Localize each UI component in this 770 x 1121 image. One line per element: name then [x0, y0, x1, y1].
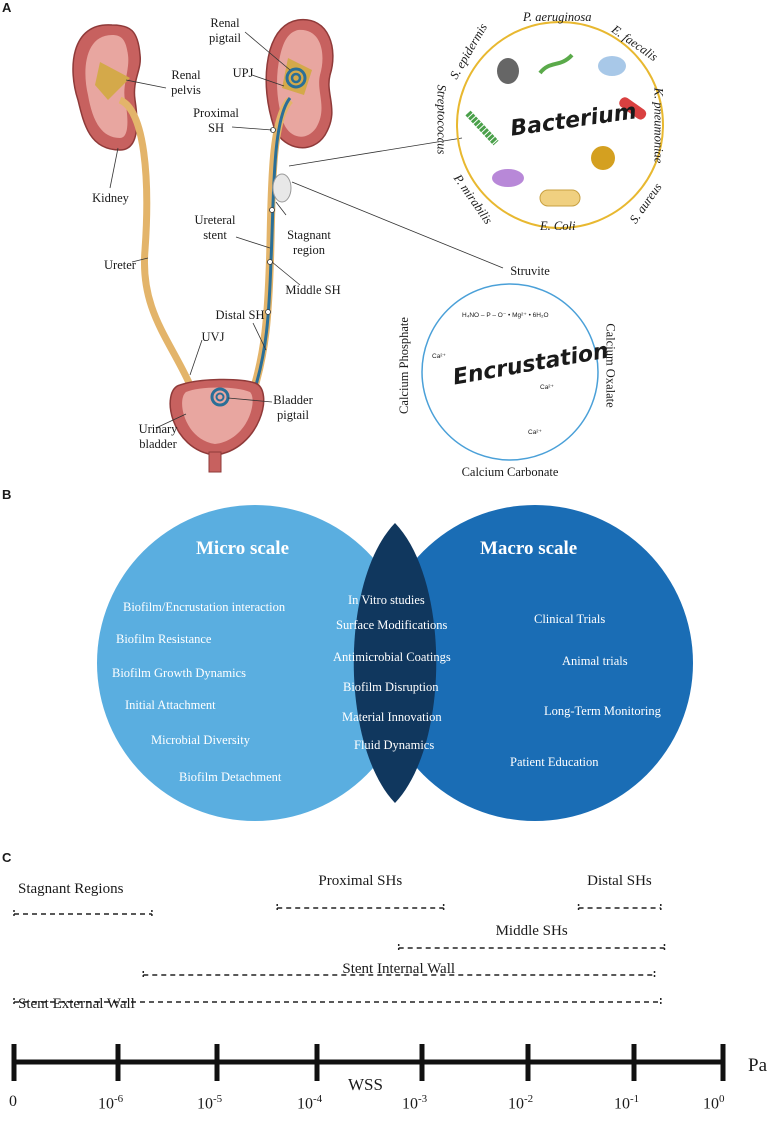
wss-tick-label: 10-1: [614, 1093, 640, 1113]
macro-scale-circle: [377, 505, 693, 821]
left-renal-pelvis-shape: [95, 62, 130, 100]
overlap-item: Surface Modifications: [336, 618, 448, 632]
wss-range-label: Distal SHs: [587, 873, 652, 889]
wss-range-label: Proximal SHs: [318, 873, 403, 889]
panel-label-c: C: [2, 850, 12, 865]
calcium-phosphate-formula: Ca²⁺: [432, 353, 446, 360]
calcium-oxalate-label: Calcium Oxalate: [603, 323, 618, 408]
urinary-tract-illustration: [72, 19, 664, 473]
uvj-label: UVJ: [201, 330, 225, 344]
organism-streptococcus: Streptococcus: [434, 84, 449, 155]
streptococcus-icon: [465, 110, 499, 146]
wss-tick-label: 10-2: [508, 1093, 534, 1113]
wss-tick-label: 0: [9, 1093, 17, 1110]
wss-tick-label: 10-4: [297, 1093, 323, 1113]
micro-scale-circle: [97, 505, 413, 821]
renal-pigtail-coil: [285, 67, 307, 89]
panel-label-b: B: [2, 487, 12, 502]
micro-item: Biofilm Detachment: [179, 770, 282, 784]
panel-label-a: A: [2, 0, 12, 15]
wss-tick-label: 100: [703, 1093, 725, 1113]
calcium-carbonate-formula: Ca²⁺: [528, 429, 542, 436]
kidney-label: Kidney: [92, 191, 129, 205]
p-mirabilis-icon: [492, 169, 524, 187]
ureter-label: Ureter: [104, 258, 136, 272]
s-epidermis-icon: [497, 58, 519, 84]
organism-k-pneumoniae: K. pneumoniae: [651, 87, 666, 164]
macro-item: Animal trials: [562, 654, 628, 668]
bacterium-circle: [456, 21, 664, 229]
wss-tick-label: 10-3: [402, 1093, 428, 1113]
e-faecalis-icon: [598, 56, 626, 76]
calcium-carbonate-label: Calcium Carbonate: [461, 465, 559, 479]
overlap-item: Fluid Dynamics: [354, 738, 435, 752]
wss-range-label: Middle SHs: [495, 923, 568, 939]
wss-range-label: Stagnant Regions: [18, 881, 124, 897]
struvite-label: Struvite: [510, 264, 550, 278]
wss-tick-label: 10-6: [98, 1093, 124, 1113]
macro-item: Patient Education: [510, 755, 599, 769]
micro-item: Initial Attachment: [125, 698, 216, 712]
macro-scale-title: Macro scale: [480, 538, 578, 559]
wss-range-label: Stent External Wall: [18, 996, 135, 1012]
wss-tick-label: 10-5: [197, 1093, 223, 1113]
distal-sh-label: Distal SH: [215, 308, 265, 322]
micro-scale-title: Micro scale: [196, 538, 290, 559]
organism-e-coli: E. Coli: [540, 219, 576, 233]
upj-label: UPJ: [232, 66, 254, 80]
wss-unit-label: Pa: [748, 1055, 767, 1076]
middle-sh-label: Middle SH: [285, 283, 341, 297]
micro-item: Biofilm Growth Dynamics: [112, 666, 247, 680]
s-aureus-icon: [591, 146, 615, 170]
scale-venn-diagram: [97, 505, 693, 821]
encrustation-circle: [421, 283, 599, 461]
p-aeruginosa-icon: [538, 53, 574, 75]
middle-side-hole: [267, 259, 273, 265]
e-coli-icon: [539, 189, 581, 207]
distal-side-hole: [265, 309, 271, 315]
bladder-pigtail-coil: [210, 387, 230, 407]
macro-item: Clinical Trials: [534, 612, 606, 626]
left-ureter: [118, 96, 194, 387]
organism-p-aeruginosa: P. aeruginosa: [523, 10, 592, 24]
k-pneumoniae-icon: [619, 97, 647, 120]
micro-item: Microbial Diversity: [151, 733, 250, 747]
calcium-oxalate-formula: Ca²⁺: [540, 384, 554, 391]
overlap-item: Material Innovation: [342, 710, 442, 724]
overlap-item: Biofilm Disruption: [343, 680, 439, 694]
calcium-phosphate-label: Calcium Phosphate: [396, 317, 411, 414]
micro-item: Biofilm/Encrustation interaction: [123, 600, 286, 614]
overlap-item: Antimicrobial Coatings: [333, 650, 451, 664]
stagnant-region-marker: [272, 173, 292, 203]
wss-axis-label: WSS: [348, 1075, 383, 1094]
wss-range-label: Stent Internal Wall: [342, 961, 456, 977]
urethra: [208, 451, 222, 473]
overlap-item: In Vitro studies: [348, 593, 425, 607]
struvite-formula: H₄NO – P – O⁻ • Mg²⁺ • 6H₂O: [462, 312, 549, 319]
overlap-region: [353, 523, 437, 803]
micro-item: Biofilm Resistance: [116, 632, 212, 646]
wss-range-chart: [11, 904, 726, 1081]
macro-item: Long-Term Monitoring: [544, 704, 661, 718]
